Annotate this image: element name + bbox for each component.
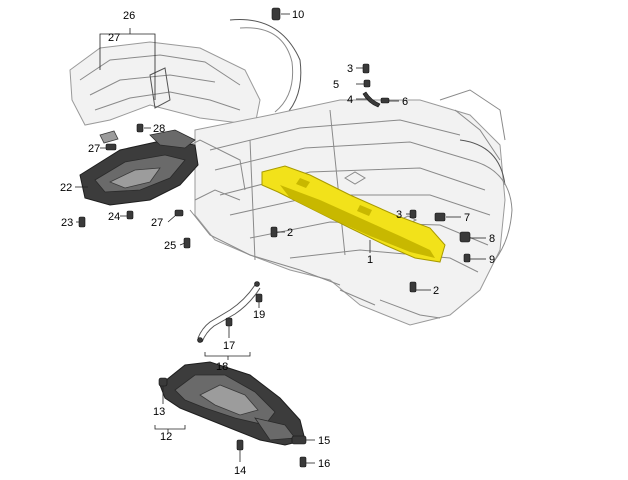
bolt-16 [299,456,307,468]
upper-left-bracket-parts [99,67,171,144]
callout-19: 19 [253,309,265,321]
callout-12: 12 [160,431,172,443]
nut-3-right [409,209,417,219]
grommet-8 [459,231,471,243]
callout-18: 18 [216,361,228,373]
callout-1: 1 [367,254,373,266]
clip-7 [434,212,446,222]
callout-13: 13 [153,406,165,418]
callout-22: 22 [60,182,72,194]
nut-17 [225,317,233,327]
bolt-2-right [409,281,417,293]
callout-16: 16 [318,458,330,470]
callout-14: 14 [234,465,246,477]
fastener-10 [271,7,281,21]
bolt-23 [78,216,86,228]
leader-lines [75,13,486,464]
callout-7: 7 [464,212,470,224]
callout-6: 6 [402,96,408,108]
group-brackets [99,28,251,433]
fastener-5 [363,79,371,88]
callout-2-right: 2 [433,285,439,297]
callout-25: 25 [164,240,176,252]
clip-4 [362,91,381,108]
clip-27 [105,143,117,151]
callout-5: 5 [333,79,339,91]
callout-24: 24 [108,211,120,223]
front-lower-shield-panel [159,361,306,446]
left-underbody-panel [79,129,199,206]
brace-strut [197,281,261,343]
callout-8: 8 [489,233,495,245]
callout-2-left: 2 [287,227,293,239]
callout-15: 15 [318,435,330,447]
fasteners [78,7,471,468]
nut-13 [158,377,168,387]
callout-28: 28 [153,123,165,135]
bolt-28 [136,123,144,133]
callout-3-top: 3 [347,63,353,75]
bolt-2-left [270,226,278,238]
callout-4: 4 [347,94,353,106]
callout-17: 17 [223,340,235,352]
bolt-14 [236,439,244,451]
callout-labels: 26 27 10 3 5 4 6 28 27 22 24 23 27 25 2 … [60,9,495,477]
callout-3-right: 3 [396,209,402,221]
callout-26: 26 [123,10,135,22]
nut-9 [463,253,471,263]
highlighted-underbody-trim-panel [261,165,446,263]
callout-27-lower: 27 [151,217,163,229]
nut-19 [255,293,263,303]
clip-24 [126,210,134,220]
clip-27-lower [174,209,184,217]
callout-10: 10 [292,9,304,21]
bushing-15 [291,435,307,445]
callout-23: 23 [61,217,73,229]
fastener-6 [380,97,390,104]
callout-9: 9 [489,254,495,266]
callout-27-top: 27 [108,32,120,44]
callout-27-mid: 27 [88,143,100,155]
fastener-3-top [362,63,370,74]
